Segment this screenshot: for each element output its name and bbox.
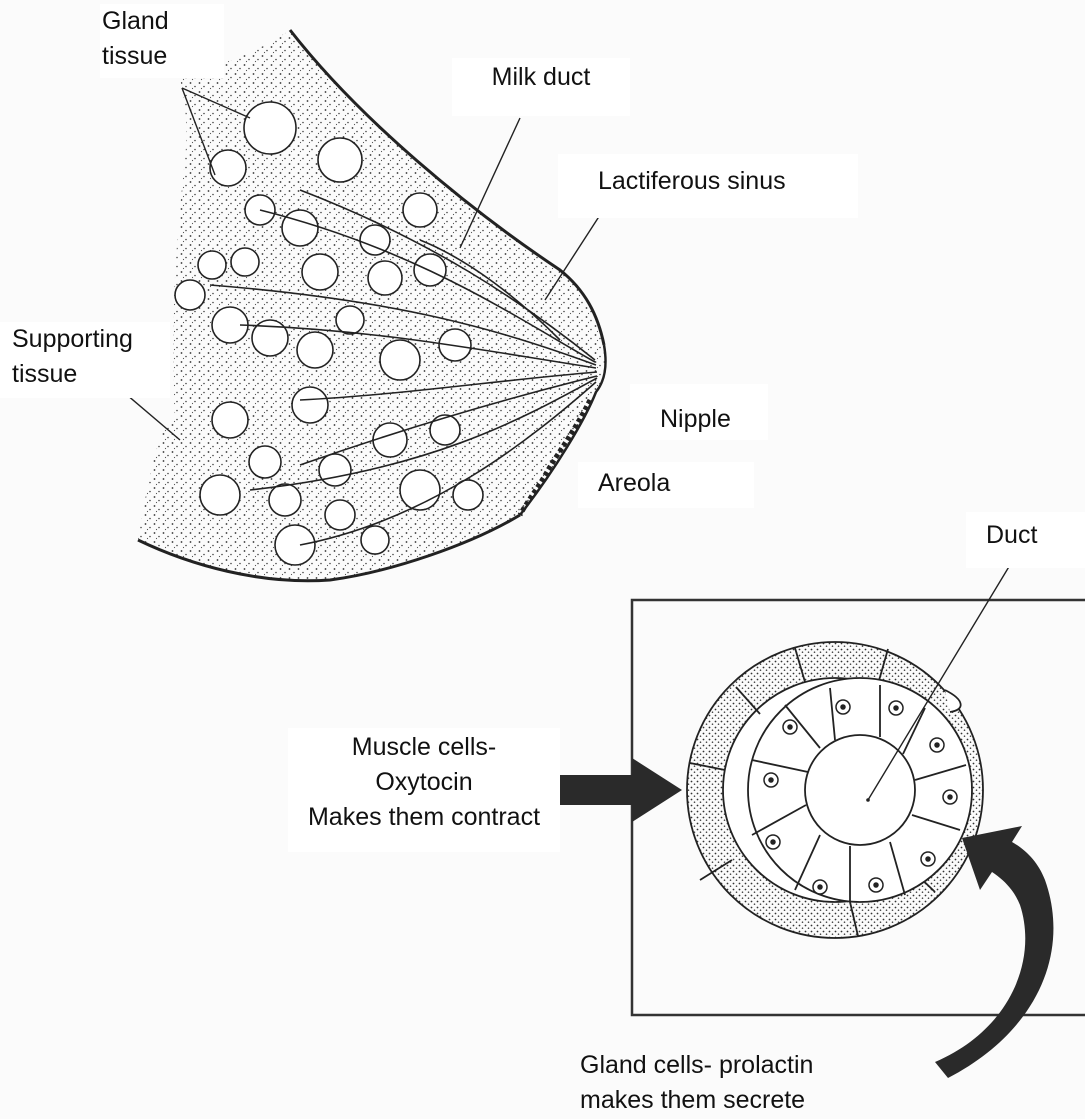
label-nipple: Nipple [630,384,768,440]
label-duct-text: Duct [986,521,1037,549]
alveolus-box [632,565,1085,1015]
label-duct: Duct [966,512,1085,568]
label-areola: Areola [578,462,754,508]
label-supporting-tissue-line1: Supporting [12,322,170,357]
label-supporting-tissue-line2: tissue [12,357,170,392]
label-lactiferous-sinus-text: Lactiferous sinus [598,167,786,195]
label-nipple-text: Nipple [660,405,731,433]
label-muscle-cells: Muscle cells- Oxytocin Makes them contra… [288,728,560,852]
label-milk-duct-text: Milk duct [492,63,591,91]
label-gland-tissue-line1: Gland [102,4,224,39]
label-gland-cells: Gland cells- prolactin makes them secret… [578,1048,878,1119]
gland-cells [748,678,972,902]
oxytocin-arrow [545,758,682,822]
label-milk-duct: Milk duct [452,58,630,116]
label-muscle-cells-line2: Oxytocin [288,765,560,800]
label-gland-cells-line2: makes them secrete [580,1083,878,1118]
label-muscle-cells-line3: Makes them contract [288,800,560,835]
label-areola-text: Areola [598,469,670,497]
label-lactiferous-sinus: Lactiferous sinus [558,154,858,218]
label-muscle-cells-line1: Muscle cells- [288,730,560,765]
label-gland-cells-line1: Gland cells- prolactin [580,1048,878,1083]
label-gland-tissue: Gland tissue [100,4,224,78]
label-gland-tissue-line2: tissue [102,39,224,74]
label-supporting-tissue: Supporting tissue [0,322,170,398]
